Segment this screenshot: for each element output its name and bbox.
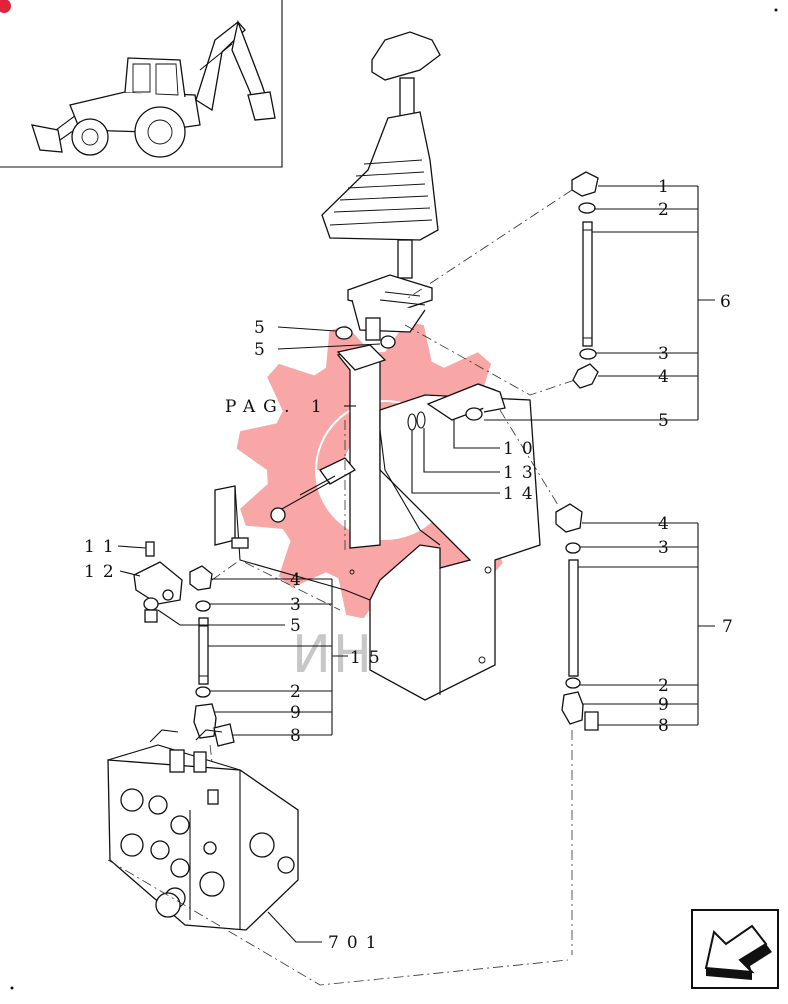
corner-dot-bottom bbox=[10, 986, 14, 990]
label-2-left: 2 bbox=[290, 682, 301, 702]
callout-labels: 1 2 6 3 4 5 5 5 PAG. 1 10 13 14 4 3 7 2 … bbox=[84, 177, 733, 953]
label-9-left: 9 bbox=[290, 703, 301, 723]
label-7: 7 bbox=[722, 617, 733, 637]
label-15: 15 bbox=[350, 648, 388, 668]
label-8-right-lower: 8 bbox=[658, 716, 669, 736]
label-2-right-lower: 2 bbox=[658, 676, 669, 696]
label-4-left: 4 bbox=[290, 570, 301, 590]
previous-page-button[interactable] bbox=[691, 909, 779, 989]
upper-rod-assembly bbox=[335, 171, 599, 431]
label-page-ref: PAG. 1 bbox=[225, 397, 330, 417]
joystick-lever-assembly bbox=[214, 31, 541, 701]
corner-badge bbox=[0, 0, 11, 13]
label-3-right-lower: 3 bbox=[658, 538, 669, 558]
label-5-left: 5 bbox=[290, 616, 301, 636]
label-4-right-lower: 4 bbox=[658, 514, 669, 534]
label-12: 12 bbox=[84, 562, 122, 582]
label-3: 3 bbox=[658, 344, 669, 364]
label-6: 6 bbox=[720, 292, 731, 312]
label-8-left: 8 bbox=[290, 726, 301, 746]
arrow-left-icon bbox=[704, 924, 772, 980]
backhoe-loader-icon bbox=[31, 19, 276, 158]
label-2: 2 bbox=[658, 200, 669, 220]
corner-dot-top bbox=[774, 8, 778, 12]
label-5-second: 5 bbox=[254, 340, 265, 360]
label-9-right-lower: 9 bbox=[658, 695, 669, 715]
projection-lines bbox=[107, 189, 576, 986]
label-4: 4 bbox=[658, 367, 669, 387]
label-701: 701 bbox=[328, 933, 384, 953]
machine-thumbnail bbox=[0, 0, 283, 168]
control-valve-block bbox=[107, 729, 299, 931]
label-14: 14 bbox=[503, 484, 541, 504]
label-1: 1 bbox=[658, 177, 669, 197]
left-rod-assembly bbox=[133, 541, 235, 747]
label-3-left: 3 bbox=[290, 595, 301, 615]
leader-lines bbox=[117, 185, 715, 943]
label-5-top: 5 bbox=[254, 318, 265, 338]
label-13: 13 bbox=[503, 463, 541, 483]
label-5-right: 5 bbox=[658, 411, 669, 431]
right-rod-assembly bbox=[555, 503, 599, 731]
label-11: 11 bbox=[84, 537, 122, 557]
label-10: 10 bbox=[503, 439, 541, 459]
